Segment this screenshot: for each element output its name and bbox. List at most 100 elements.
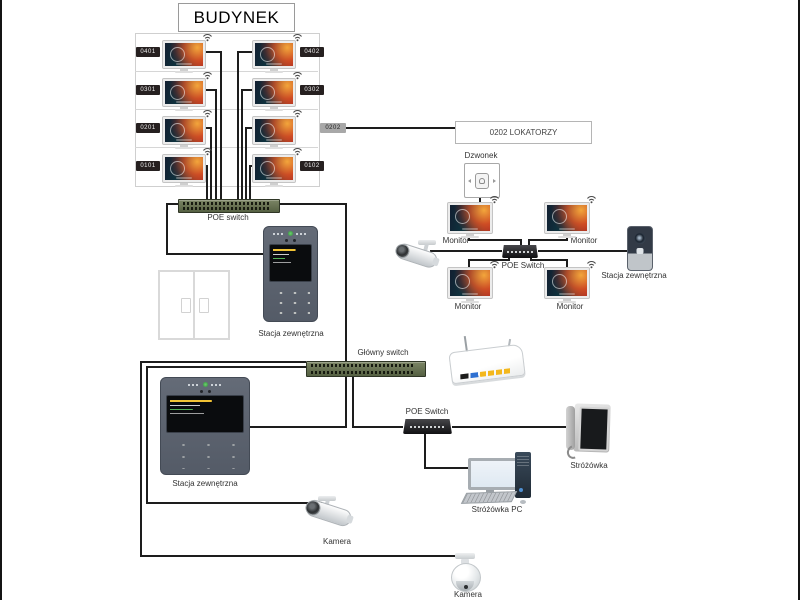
doorbell-label: Dzwonek bbox=[464, 151, 498, 160]
monitor-screen bbox=[162, 154, 206, 183]
tenant-monitor-label: Monitor bbox=[454, 302, 482, 311]
cable bbox=[140, 555, 466, 557]
cable bbox=[205, 89, 217, 91]
intercom-station-mid bbox=[263, 226, 318, 322]
wifi-icon bbox=[292, 33, 303, 42]
door-handle bbox=[199, 298, 209, 313]
apartment-badge: 0402 bbox=[300, 47, 324, 57]
brand-logo-icon bbox=[288, 231, 293, 236]
wifi-icon bbox=[586, 195, 597, 204]
tenant-monitor bbox=[447, 196, 499, 238]
cable bbox=[479, 196, 481, 204]
arrow-right-icon bbox=[493, 178, 496, 183]
cable bbox=[250, 426, 347, 428]
cable bbox=[241, 89, 253, 91]
cable bbox=[430, 250, 502, 252]
monitor-base bbox=[461, 301, 479, 303]
monitor-base bbox=[461, 236, 479, 238]
monitor-stand bbox=[180, 106, 188, 109]
cable bbox=[345, 203, 347, 361]
phone-body bbox=[573, 403, 611, 453]
monitor-stand bbox=[270, 144, 278, 147]
wifi-icon bbox=[292, 109, 303, 118]
monitor-base bbox=[558, 301, 576, 303]
cable bbox=[278, 203, 347, 205]
row-divider bbox=[135, 109, 318, 110]
monitor-screen bbox=[252, 154, 296, 183]
station-speaker bbox=[264, 230, 317, 237]
camera-lens-icon bbox=[393, 242, 412, 260]
monitor-base bbox=[265, 147, 283, 149]
ptz-camera-label: Kamera bbox=[453, 590, 483, 599]
phone-handset bbox=[566, 406, 575, 450]
apartment-badge: 0102 bbox=[300, 161, 324, 171]
tenant-door-station bbox=[627, 226, 653, 271]
wifi-icon bbox=[202, 33, 213, 42]
cable bbox=[166, 253, 263, 255]
guard-pc-label: Stróżówka PC bbox=[471, 505, 523, 514]
cable bbox=[245, 127, 247, 201]
wifi-icon bbox=[489, 260, 500, 269]
intercom-station-bottom-label: Stacja zewnętrzna bbox=[172, 479, 238, 488]
poe-switch-top-label: POE switch bbox=[207, 213, 249, 222]
monitor-screen bbox=[544, 202, 590, 234]
left-border bbox=[0, 0, 2, 600]
tenant-door-station-label: Stacja zewnętrzna bbox=[601, 271, 667, 280]
cable bbox=[166, 203, 178, 205]
monitor-stand bbox=[180, 144, 188, 147]
doorbell bbox=[464, 163, 500, 198]
camera-lens-icon bbox=[303, 498, 323, 518]
tenant-monitor-label: Monitor bbox=[442, 236, 470, 245]
row-divider bbox=[135, 71, 318, 72]
wifi-icon bbox=[202, 71, 213, 80]
guard-poe-switch-label: POE Switch bbox=[405, 407, 449, 416]
cable bbox=[237, 51, 253, 53]
arrow-left-icon bbox=[468, 178, 471, 183]
monitor-screen bbox=[252, 78, 296, 107]
wifi-icon bbox=[586, 260, 597, 269]
door-handle bbox=[181, 298, 191, 313]
tenant-box-label: 0202 LOKATORZY bbox=[489, 128, 558, 137]
cable bbox=[468, 259, 510, 261]
apartment-monitor bbox=[252, 110, 302, 149]
wifi-icon bbox=[292, 71, 303, 80]
intercom-station-mid-label: Stacja zewnętrzna bbox=[258, 329, 324, 338]
monitor-stand bbox=[270, 106, 278, 109]
cable bbox=[528, 239, 530, 246]
monitor-stand bbox=[466, 298, 474, 301]
cable bbox=[146, 366, 148, 504]
monitor-screen bbox=[252, 116, 296, 145]
apartment-monitor bbox=[162, 34, 212, 73]
monitor-stand bbox=[466, 233, 474, 236]
cable bbox=[215, 89, 217, 201]
pc-keyboard bbox=[460, 491, 518, 504]
apartment-badge: 0101 bbox=[136, 161, 160, 171]
tenant-poe-switch bbox=[502, 245, 538, 258]
right-border bbox=[798, 0, 800, 600]
cable bbox=[520, 239, 522, 246]
wifi-icon bbox=[202, 109, 213, 118]
phone-screen bbox=[578, 406, 610, 452]
row-divider bbox=[135, 147, 318, 148]
wifi-icon bbox=[292, 147, 303, 156]
camera-tail bbox=[431, 257, 440, 267]
cable bbox=[344, 127, 455, 129]
intercom-station-bottom bbox=[160, 377, 250, 475]
cable bbox=[249, 165, 253, 167]
building-title: BUDYNEK bbox=[193, 7, 280, 27]
apartment-monitor bbox=[162, 72, 212, 111]
apartment-badge-highlight: 0202 bbox=[320, 123, 346, 133]
cable bbox=[424, 467, 470, 469]
monitor-stand bbox=[270, 68, 278, 71]
station-speaker bbox=[161, 381, 249, 388]
tenant-monitor-label: Monitor bbox=[556, 302, 584, 311]
bullet-camera bbox=[303, 492, 360, 536]
cable bbox=[530, 259, 568, 261]
camera-mount bbox=[455, 553, 475, 559]
tenant-monitor-label: Monitor bbox=[570, 236, 598, 245]
station-camera-dots bbox=[264, 237, 317, 243]
tenant-poe-switch-label: POE Switch bbox=[501, 261, 545, 270]
apartment-monitor bbox=[252, 34, 302, 73]
wifi-icon bbox=[202, 147, 213, 156]
pc-tower bbox=[515, 452, 531, 498]
